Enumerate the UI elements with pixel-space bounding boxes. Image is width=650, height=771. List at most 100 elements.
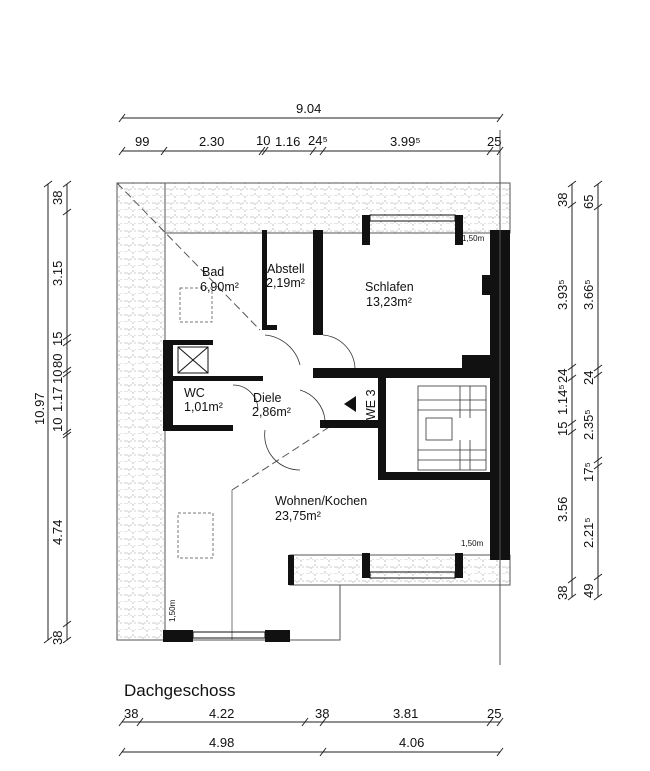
dim-top-total: 9.04 [296, 101, 321, 116]
room-area-abstell: 2,19m² [266, 276, 305, 290]
wall [163, 340, 213, 345]
dimension-tick [593, 593, 603, 601]
wall [163, 630, 193, 642]
dim-bottom: 38 [124, 706, 138, 721]
dimension-tick [496, 146, 504, 156]
dimension-tick [62, 620, 72, 628]
roof-band-left [116, 182, 166, 641]
dimension-tick [496, 717, 504, 727]
dimension-tick [309, 146, 317, 156]
dim-right: 3.56 [555, 497, 570, 522]
dimension-tick [567, 180, 577, 188]
room-name-abstell: Abstell [267, 262, 305, 276]
dimension-tick [593, 456, 603, 464]
wall-abstell-left [262, 230, 267, 330]
dimension-tick [118, 747, 126, 757]
height-mark: 1,50m [462, 234, 485, 243]
wall [320, 420, 378, 428]
skylight-wohnen [177, 512, 214, 559]
dimension-tick [62, 636, 72, 644]
window-bottom [192, 631, 266, 639]
room-name-wc: WC [184, 386, 205, 400]
room-area-wc: 1,01m² [184, 400, 223, 414]
wall-schlafen-bottom [313, 368, 490, 378]
door-swing-bad [264, 334, 301, 366]
stair-steps [418, 386, 486, 470]
dimension-tick [496, 113, 504, 123]
dimension-tick [567, 428, 577, 436]
dim-bottom: 25 [487, 706, 501, 721]
door-swing-wc [232, 384, 259, 411]
room-name-diele: Diele [253, 391, 282, 405]
dim-top: 99 [135, 134, 149, 149]
door-swing-wohnen [264, 429, 301, 471]
dimension-tick [593, 462, 603, 470]
dimension-tick [301, 717, 309, 727]
door-swing-schlafen [322, 334, 356, 369]
wall-stair [378, 378, 386, 478]
dim-right: 17⁵ [581, 462, 596, 482]
dimension-tick [567, 374, 577, 382]
dimension-tick [319, 146, 327, 156]
dim-right: 15 [555, 422, 570, 436]
dimension-tick [567, 201, 577, 209]
window-wohnen [369, 571, 456, 579]
dimension-tick [62, 428, 72, 436]
dimension-tick [593, 203, 603, 211]
shaft-cross [177, 346, 209, 374]
dim-bottom: 4.22 [209, 706, 234, 721]
dimension-tick [567, 419, 577, 427]
dim-top: 3.99⁵ [390, 134, 421, 149]
roof-band-top [116, 182, 511, 234]
entrance-arrow-icon [344, 396, 356, 412]
dimension-tick [258, 146, 266, 156]
dim-right: 2.35⁵ [581, 409, 596, 440]
dimension-tick [486, 717, 494, 727]
room-name-bad: Bad [202, 265, 224, 279]
dim-bottom: 4.98 [209, 735, 234, 750]
dim-top: 1.16 [275, 134, 300, 149]
dim-right: 1.14⁵ [555, 384, 570, 415]
dimension-labels: 9.04 99 2.30 10 1.16 24⁵ 3.99⁵ 25 10.97 … [32, 101, 596, 750]
dim-left: 10 [50, 370, 65, 384]
dimension-ticks [43, 113, 603, 757]
window-jamb [362, 215, 370, 245]
dimension-tick [593, 371, 603, 379]
room-area-bad: 6,90m² [200, 280, 239, 294]
dim-right: 2.21⁵ [581, 517, 596, 548]
dim-top: 2.30 [199, 134, 224, 149]
room-area-diele: 2,86m² [252, 405, 291, 419]
dim-left: 38 [50, 631, 65, 645]
dimension-tick [136, 717, 144, 727]
dimension-tick [62, 366, 72, 374]
dimension-tick [62, 370, 72, 378]
dim-top: 10 [256, 133, 270, 148]
dim-right: 3.66⁵ [581, 279, 596, 310]
dimension-tick [43, 180, 53, 188]
dimension-tick [486, 146, 494, 156]
dim-right: 38 [555, 193, 570, 207]
dimension-tick [118, 113, 126, 123]
dim-right: 38 [555, 586, 570, 600]
room-labels: Bad 6,90m² Abstell 2,19m² Schlafen 13,23… [168, 234, 485, 622]
dim-left: 15 [50, 332, 65, 346]
dim-right: 49 [581, 584, 596, 598]
window-jamb [455, 215, 463, 245]
wall-stair-bottom [378, 472, 490, 480]
dimension-lines [47, 117, 599, 753]
room-area-wohnen: 23,75m² [275, 509, 321, 523]
dimension-tick [62, 208, 72, 216]
dimension-tick [496, 747, 504, 757]
roof-outline [117, 584, 510, 641]
window-jamb [362, 553, 370, 578]
window-jamb [455, 553, 463, 578]
dimension-tick [261, 146, 269, 156]
wall-wc-left [163, 340, 173, 430]
dim-right: 24 [581, 371, 596, 385]
dim-left-total: 10.97 [32, 392, 47, 425]
dimension-tick [593, 180, 603, 188]
room-name-wohnen: Wohnen/Kochen [275, 494, 367, 508]
height-mark: 1,50m [168, 599, 177, 622]
